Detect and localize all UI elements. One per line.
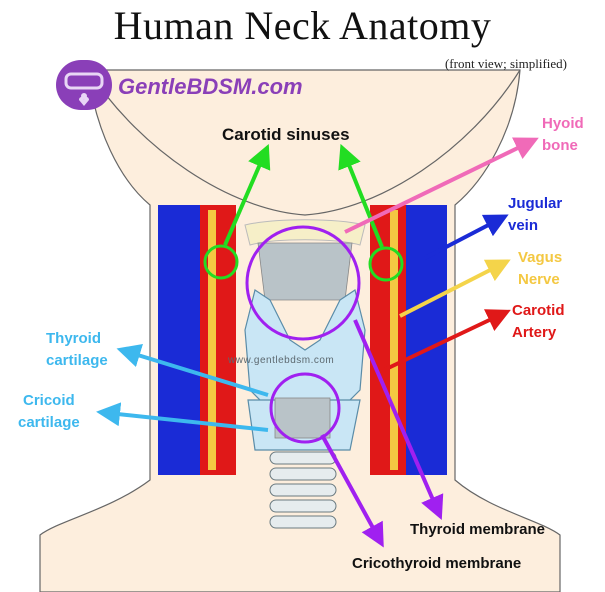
arrow-hyoid	[344, 137, 539, 234]
arrow-jugular	[424, 214, 509, 260]
jugular-vein-left	[158, 205, 200, 475]
chin-outline	[87, 69, 521, 216]
label-cricothyroid-membrane: Cricothyroid membrane	[352, 555, 522, 572]
jugular-vein-right	[405, 205, 447, 475]
carotid-artery-right	[370, 205, 406, 475]
logo-text: GentleBDSM.com	[118, 74, 303, 99]
logo-collar-icon	[56, 60, 112, 110]
arrow-carotid-sinus-left	[223, 143, 271, 246]
arrow-cricoid	[96, 402, 269, 432]
thyroid-cartilage	[244, 289, 366, 406]
arrow-carotid-sinus-right	[338, 143, 384, 248]
arrow-vagus	[399, 259, 511, 318]
carotid-sinus-left-marker	[203, 244, 239, 280]
cricothyroid-membrane	[274, 397, 331, 439]
page-subtitle: (front view; simplified)	[444, 56, 567, 71]
label-thyroid-membrane: Thyroid membrane	[410, 521, 546, 538]
cricothyroid-membrane-marker	[269, 372, 341, 444]
watermark: www.gentlebdsm.com	[228, 355, 335, 366]
arrow-thyroid-membrane	[353, 319, 444, 521]
thyrohyoid-membrane	[257, 242, 353, 301]
thyroid-membrane-marker	[245, 225, 361, 341]
arrow-carotid	[383, 309, 511, 372]
carotid-sinus-right-marker	[368, 246, 404, 282]
trachea	[269, 451, 337, 529]
neck-outline	[39, 69, 561, 592]
arrow-thyroid-cartilage	[116, 344, 269, 397]
page-title: Human Neck Anatomy	[113, 3, 492, 48]
label-carotid-sinuses: Carotid sinuses	[222, 125, 350, 144]
vagus-nerve-left	[208, 210, 216, 470]
vagus-nerve-right	[390, 210, 398, 470]
arrow-cricothyroid-membrane	[320, 434, 384, 548]
